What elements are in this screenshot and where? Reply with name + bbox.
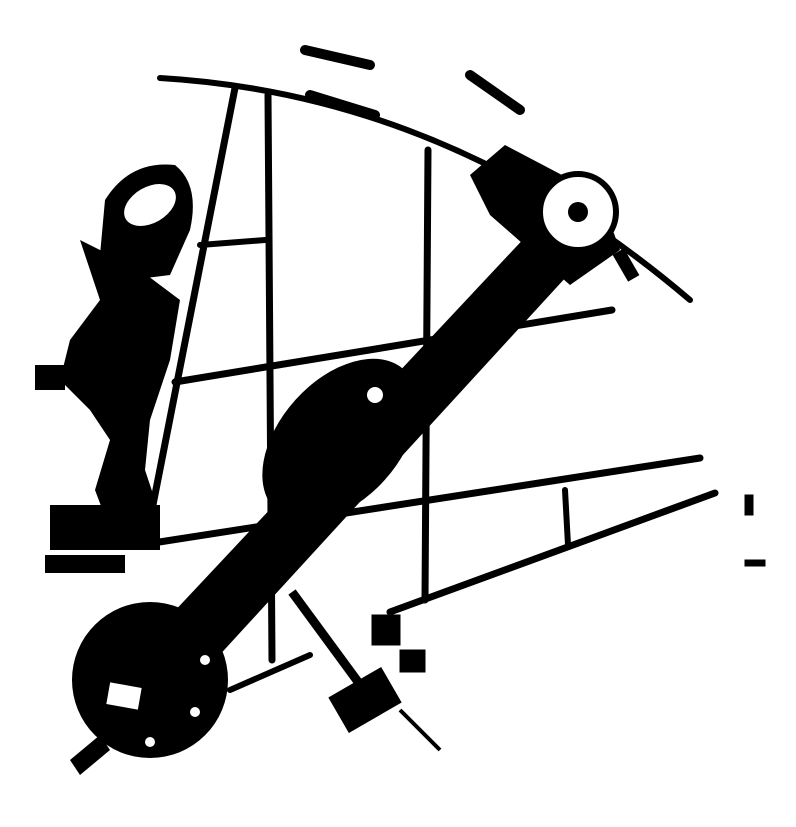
telescope-and-screws — [288, 248, 766, 752]
arc-top-marks — [300, 45, 525, 120]
scale-arc — [157, 75, 693, 303]
frame — [136, 45, 719, 693]
frame-brace-6 — [227, 652, 313, 693]
frame-strut-left — [146, 84, 239, 524]
frame-brace-4 — [562, 487, 571, 548]
index-arm — [110, 145, 620, 720]
frame-brace-1 — [197, 237, 268, 248]
frame-brace-3 — [136, 454, 704, 549]
vernier-disc — [70, 602, 228, 775]
handle — [35, 164, 193, 573]
frame-brace-2 — [171, 306, 616, 386]
frame-brace-5 — [386, 489, 719, 616]
